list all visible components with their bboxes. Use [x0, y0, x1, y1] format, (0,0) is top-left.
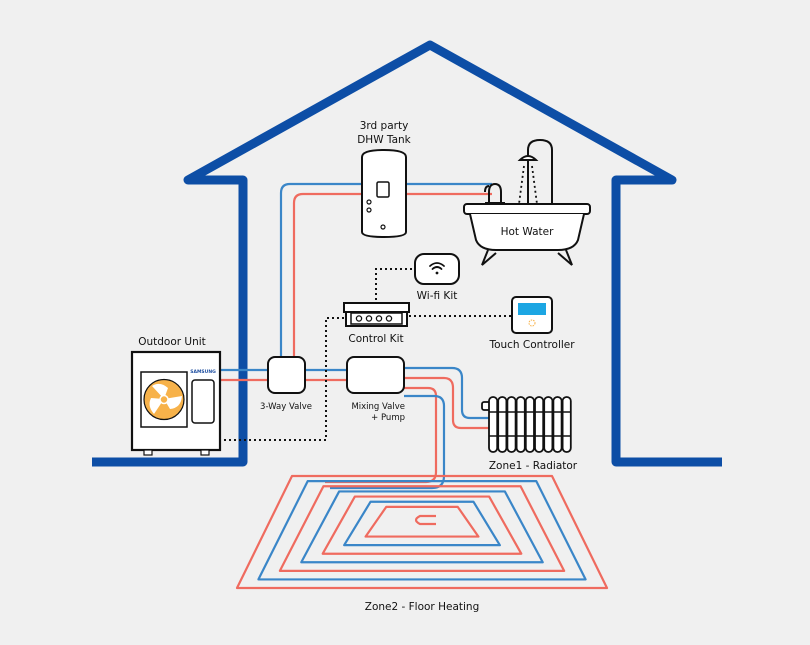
control-kit-label: Control Kit — [348, 333, 403, 345]
floor-loop-center — [414, 514, 436, 526]
floor-loop — [343, 500, 501, 547]
radiator-fin — [515, 396, 526, 453]
radiator-pipes — [404, 366, 490, 430]
wifi-icon — [429, 262, 445, 275]
radiator-fin — [497, 396, 508, 453]
radiator-fin — [534, 396, 545, 453]
mixing-valve-label-line2: + Pump — [371, 413, 405, 423]
hot-water-label: Hot Water — [501, 226, 554, 238]
control-wiring — [220, 268, 512, 441]
floor-loop — [257, 480, 587, 581]
touch-controller-label: Touch Controller — [488, 339, 575, 351]
floor-heating-label: Zone2 - Floor Heating — [365, 601, 479, 613]
control-kit — [343, 302, 410, 327]
house-outline — [92, 40, 722, 467]
floor-loop — [235, 474, 609, 590]
outdoor-unit: SAMSUNG — [130, 350, 222, 456]
radiator-icon — [481, 396, 572, 453]
three-way-valve — [267, 356, 306, 394]
wifi-kit-label: Wi-fi Kit — [417, 290, 458, 302]
dhw-tank-label-line1: 3rd party — [360, 120, 409, 132]
floor-loop — [300, 490, 544, 564]
dhw-tank — [361, 148, 407, 239]
mixing-valve-label-line1: Mixing Valve — [351, 402, 405, 412]
brand-logo: SAMSUNG — [190, 369, 216, 375]
three-way-valve-label: 3-Way Valve — [260, 402, 312, 412]
dhw-tank-label-line2: DHW Tank — [357, 134, 411, 146]
bathtub-icon — [463, 138, 591, 266]
radiator-fin — [552, 396, 563, 453]
radiator-fin — [488, 396, 499, 453]
radiator-fin — [506, 396, 517, 453]
fan-icon — [143, 378, 185, 421]
touch-controller — [511, 296, 553, 334]
radiator-fin — [543, 396, 554, 453]
floor-loop — [321, 495, 523, 555]
radiator-label: Zone1 - Radiator — [489, 460, 578, 472]
wifi-kit — [414, 253, 460, 285]
floor-loop — [364, 505, 480, 538]
dhw-pipes — [279, 182, 492, 360]
floor-loop — [278, 485, 566, 572]
radiator-fin — [524, 396, 535, 453]
outdoor-unit-label: Outdoor Unit — [138, 336, 206, 348]
radiator-fin — [561, 396, 572, 453]
floor-heating-spiral — [235, 474, 609, 590]
mixing-valve-pump — [346, 356, 405, 394]
